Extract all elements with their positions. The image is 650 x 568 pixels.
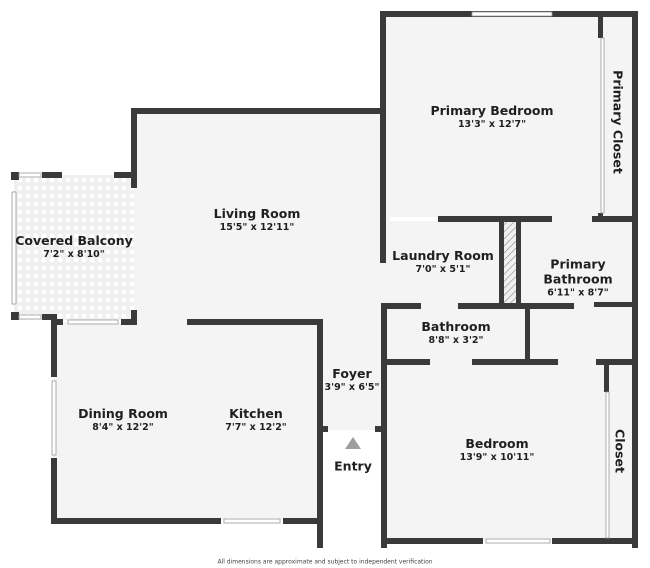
- room-name: Covered Balcony: [15, 233, 133, 248]
- room-dimensions: 6'11" x 8'7": [547, 287, 609, 299]
- dimensions-disclaimer: All dimensions are approximate and subje…: [217, 558, 433, 566]
- room-living-room: Living Room 15'5" x 12'11": [214, 206, 301, 234]
- room-dimensions: 3'9" x 6'5": [324, 382, 380, 393]
- room-name-line2: Bathroom: [543, 271, 613, 287]
- room-name: Laundry Room: [392, 248, 494, 263]
- room-name: Primary Bedroom: [430, 103, 554, 118]
- room-dimensions: 7'0" x 5'1": [415, 264, 471, 275]
- room-dimensions: 13'3" x 12'7": [457, 119, 527, 130]
- windows: [11, 11, 610, 544]
- balcony-tile-floor: [14, 175, 134, 320]
- room-bathroom: Bathroom 8'8" x 3'2": [421, 319, 490, 347]
- floor-areas: [14, 13, 635, 541]
- room-dimensions: 13'9" x 10'11": [459, 452, 535, 463]
- room-name: Living Room: [213, 206, 301, 221]
- entry-label: Entry: [334, 458, 372, 474]
- room-dimensions: 7'7" x 12'2": [225, 422, 287, 433]
- utility-chase-hatch: [504, 222, 516, 304]
- room-dimensions: 15'5" x 12'11": [219, 222, 295, 233]
- room-name: Kitchen: [229, 406, 283, 421]
- room-foyer: Foyer 3'9" x 6'5": [325, 366, 380, 394]
- room-name: Bedroom: [465, 436, 529, 451]
- room-name: Bathroom: [421, 319, 491, 334]
- triangle-up-icon: [345, 437, 361, 449]
- room-dimensions: 8'4" x 12'2": [92, 422, 154, 433]
- room-name: Foyer: [332, 366, 372, 381]
- room-closet: Closet: [612, 429, 628, 473]
- room-laundry-room: Laundry Room 7'0" x 5'1": [392, 248, 494, 276]
- room-covered-balcony: Covered Balcony 7'2" x 8'10": [15, 233, 133, 261]
- room-primary-closet: Primary Closet: [610, 70, 626, 174]
- room-bedroom: Bedroom 13'9" x 10'11": [460, 436, 535, 464]
- room-name: Dining Room: [78, 406, 168, 421]
- room-primary-bedroom: Primary Bedroom 13'3" x 12'7": [430, 103, 553, 131]
- room-dimensions: 8'8" x 3'2": [428, 335, 484, 346]
- room-dining-room: Dining Room 8'4" x 12'2": [78, 406, 168, 434]
- room-name-line1: Primary: [550, 256, 606, 272]
- room-primary-bathroom: Primary Bathroom 6'11" x 8'7": [543, 257, 612, 300]
- room-dimensions: 7'2" x 8'10": [43, 249, 105, 260]
- room-kitchen: Kitchen 7'7" x 12'2": [225, 406, 287, 434]
